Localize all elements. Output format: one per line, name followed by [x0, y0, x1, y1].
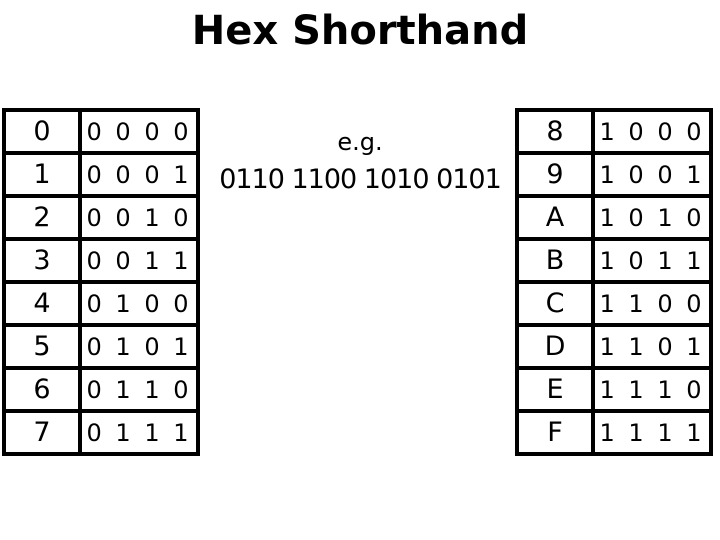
binary-cell: 1 1 1 0 — [591, 366, 713, 413]
hex-digit-cell: 1 — [2, 151, 82, 198]
binary-cell: 0 0 1 1 — [78, 237, 200, 284]
binary-cell: 1 0 0 0 — [591, 108, 713, 155]
example-label: e.g. — [337, 128, 383, 156]
table-row: B 1 0 1 1 — [515, 237, 713, 284]
table-row: 8 1 0 0 0 — [515, 108, 713, 155]
binary-cell: 1 0 1 0 — [591, 194, 713, 241]
hex-digit-cell: C — [515, 280, 595, 327]
binary-cell: 1 1 0 0 — [591, 280, 713, 327]
hex-digit-cell: 8 — [515, 108, 595, 155]
hex-digit-cell: B — [515, 237, 595, 284]
table-row: 3 0 0 1 1 — [2, 237, 200, 284]
hex-table-0-7: 0 0 0 0 0 1 0 0 0 1 2 0 0 1 0 3 0 0 1 1 … — [2, 108, 200, 456]
table-row: 1 0 0 0 1 — [2, 151, 200, 198]
hex-digit-cell: 5 — [2, 323, 82, 370]
binary-cell: 1 1 1 1 — [591, 409, 713, 456]
binary-cell: 0 0 0 0 — [78, 108, 200, 155]
binary-cell: 0 1 0 1 — [78, 323, 200, 370]
hex-digit-cell: E — [515, 366, 595, 413]
hex-digit-cell: 9 — [515, 151, 595, 198]
table-row: F 1 1 1 1 — [515, 409, 713, 456]
table-row: 9 1 0 0 1 — [515, 151, 713, 198]
binary-cell: 1 0 1 1 — [591, 237, 713, 284]
table-row: 2 0 0 1 0 — [2, 194, 200, 241]
hex-digit-cell: 4 — [2, 280, 82, 327]
table-row: 0 0 0 0 0 — [2, 108, 200, 155]
hex-digit-cell: F — [515, 409, 595, 456]
hex-digit-cell: 7 — [2, 409, 82, 456]
hex-digit-cell: 0 — [2, 108, 82, 155]
table-row: D 1 1 0 1 — [515, 323, 713, 370]
table-row: 7 0 1 1 1 — [2, 409, 200, 456]
binary-cell: 0 1 1 1 — [78, 409, 200, 456]
binary-cell: 0 1 1 0 — [78, 366, 200, 413]
binary-cell: 1 1 0 1 — [591, 323, 713, 370]
hex-digit-cell: A — [515, 194, 595, 241]
binary-cell: 0 1 0 0 — [78, 280, 200, 327]
hex-digit-cell: 6 — [2, 366, 82, 413]
hex-digit-cell: 3 — [2, 237, 82, 284]
example-binary-value: 0110 1100 1010 0101 — [219, 164, 502, 195]
hex-digit-cell: 2 — [2, 194, 82, 241]
table-row: 5 0 1 0 1 — [2, 323, 200, 370]
binary-cell: 0 0 0 1 — [78, 151, 200, 198]
table-row: 4 0 1 0 0 — [2, 280, 200, 327]
binary-cell: 1 0 0 1 — [591, 151, 713, 198]
hex-digit-cell: D — [515, 323, 595, 370]
table-row: E 1 1 1 0 — [515, 366, 713, 413]
example-block: e.g. 0110 1100 1010 0101 — [205, 128, 515, 195]
binary-cell: 0 0 1 0 — [78, 194, 200, 241]
hex-table-8-f: 8 1 0 0 0 9 1 0 0 1 A 1 0 1 0 B 1 0 1 1 … — [515, 108, 713, 456]
page-title: Hex Shorthand — [191, 8, 529, 54]
table-row: C 1 1 0 0 — [515, 280, 713, 327]
table-row: 6 0 1 1 0 — [2, 366, 200, 413]
table-row: A 1 0 1 0 — [515, 194, 713, 241]
